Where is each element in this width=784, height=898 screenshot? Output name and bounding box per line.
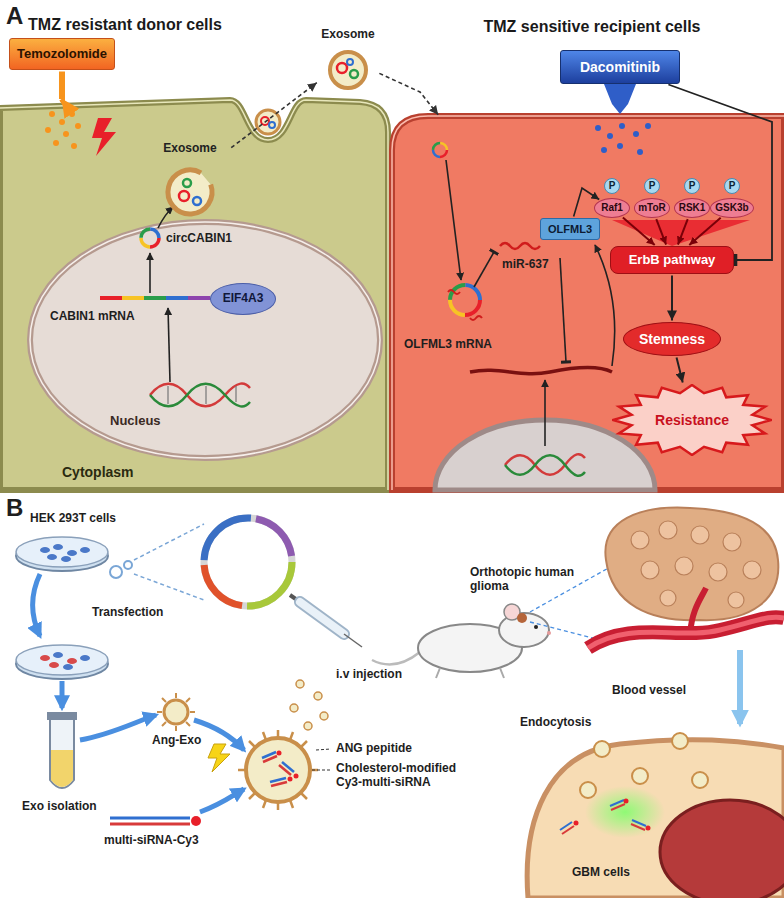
- exosome-transfer-arrow: [231, 83, 317, 148]
- step-label: Ang-Exo: [152, 734, 201, 748]
- exosome-transfer-arrow: [379, 73, 438, 114]
- node-text: P: [689, 180, 696, 192]
- resistance-burst: Resistance: [612, 384, 772, 456]
- exosome-vesicle: Exosome: [318, 28, 378, 90]
- node-text: OLFML3: [548, 223, 592, 236]
- drug-entry-arrow: [59, 72, 65, 100]
- activation-arrow: [678, 219, 688, 244]
- flow-arrow: [677, 357, 683, 382]
- donor-cell: TMZ resistant donor cellsCytoplasmExosom…: [0, 100, 388, 490]
- kinase-ellipse: GSK3b: [710, 198, 754, 218]
- step-label: Transfection: [92, 606, 163, 620]
- pathway-box: ErbB pathway: [610, 246, 734, 274]
- node-text: Resistance: [655, 412, 729, 428]
- recipient-cell: TMZ sensitive recipient cellsOLFML3PPPPR…: [392, 116, 784, 490]
- panel-letter: A: [6, 2, 23, 30]
- compartment-label: Nucleus: [110, 414, 161, 429]
- rna-label: OLFML3 mRNA: [404, 338, 492, 352]
- node-text: EIF4A3: [223, 292, 264, 306]
- panel-letter: B: [6, 494, 23, 522]
- activation-arrow: [623, 217, 655, 245]
- nucleus: Nucleus EIF4A3: [30, 222, 380, 458]
- step-label: Endocytosis: [520, 716, 591, 730]
- kinase-ellipse: mToR: [634, 198, 670, 218]
- node-text: Raf1: [601, 202, 623, 214]
- callout-label: ANG pepitide: [336, 742, 412, 756]
- rna-label: CABIN1 mRNA: [50, 310, 135, 324]
- phospho-circle: P: [724, 178, 740, 194]
- protein-blob: EIF4A3: [210, 283, 277, 315]
- drug-box: Dacomitinib: [560, 50, 680, 84]
- cell-heading: TMZ resistant donor cells: [0, 16, 250, 34]
- node-text: mToR: [638, 202, 666, 214]
- node-text: RSK1: [679, 202, 706, 214]
- node-text: Dacomitinib: [580, 59, 660, 75]
- step-label: HEK 293T cells: [30, 512, 116, 526]
- compartment-label: Cytoplasm: [62, 464, 134, 480]
- node-text: P: [729, 180, 736, 192]
- step-label: multi-siRNA-Cy3: [104, 834, 199, 848]
- step-label: i.v injection: [336, 668, 402, 682]
- phospho-circle: P: [644, 178, 660, 194]
- node-text: Exosome: [163, 142, 216, 156]
- kinase-ellipse: RSK1: [674, 198, 710, 218]
- outcome-oval: Stemness: [623, 322, 722, 356]
- node-text: ErbB pathway: [629, 253, 716, 268]
- step-label: Exo isolation: [22, 800, 97, 814]
- node-text: Stemness: [639, 331, 705, 347]
- drug-box: Temozolomide: [9, 38, 115, 70]
- cell-heading: TMZ sensitive recipient cells: [462, 18, 722, 36]
- protein-box: OLFML3: [540, 218, 600, 240]
- phospho-circle: P: [684, 178, 700, 194]
- phospho-circle: P: [604, 178, 620, 194]
- exosome-vesicle: Exosome: [150, 142, 230, 216]
- rna-label: circCABIN1: [166, 232, 232, 246]
- callout-label: Cholesterol-modified Cy3-multi-siRNA: [336, 762, 468, 790]
- node-text: Temozolomide: [17, 47, 107, 62]
- step-label: Blood vessel: [612, 684, 686, 698]
- inhibition-line: [668, 85, 772, 260]
- activation-arrow: [656, 219, 666, 244]
- node-text: P: [649, 180, 656, 192]
- node-text: Exosome: [321, 28, 374, 42]
- node-text: P: [609, 180, 616, 192]
- flow-arrow: [671, 276, 673, 321]
- rna-label: miR-637: [502, 258, 549, 272]
- kinase-ellipse: Raf1: [594, 198, 630, 218]
- step-label: GBM cells: [572, 866, 630, 880]
- node-text: GSK3b: [715, 202, 748, 214]
- step-label: Orthotopic human glioma: [470, 566, 582, 594]
- activation-arrow: [689, 218, 720, 245]
